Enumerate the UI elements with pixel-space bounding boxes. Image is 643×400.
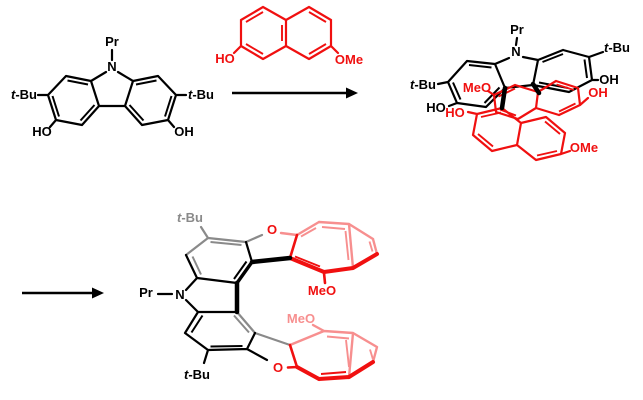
hydroxy-label: OH	[174, 124, 194, 139]
product-naphthalene-upper-red-thick	[288, 252, 379, 274]
product-naphthalene-upper-red-doubles	[294, 255, 321, 268]
tbu-label: t-Bu	[184, 367, 210, 382]
hydroxy-label: OH	[599, 72, 619, 87]
methoxy-label: MeO	[463, 80, 491, 95]
product-carbazole-skeleton	[156, 240, 269, 365]
nitrogen-label: N	[511, 44, 520, 59]
molecule-product: t-Bu Pr N O O MeO MeO t-Bu	[139, 210, 379, 382]
product-biaryl-bond-upper	[249, 255, 293, 265]
product-carbazole-grey	[184, 225, 292, 347]
nitrogen-label: N	[175, 287, 184, 302]
adduct-aryl-aryl-bonds	[499, 81, 542, 111]
reaction-arrow-2	[22, 287, 104, 299]
arrow-head	[346, 87, 358, 99]
tbu-label: t-Bu	[604, 40, 630, 55]
product-naphthalene-lower-red-doubles	[320, 371, 347, 375]
adduct-naphthol-lower-doubles	[477, 111, 561, 157]
propyl-label: Pr	[105, 34, 119, 49]
carbazole-double-bonds	[51, 79, 173, 122]
hydroxy-label: OH	[588, 85, 608, 100]
product-naphthalene-upper-red	[288, 233, 327, 285]
adduct-naphthol-lower	[466, 106, 572, 162]
propyl-label: Pr	[510, 22, 524, 37]
product-carbazole-ring-bond	[235, 260, 254, 285]
tbu-label: t-Bu	[410, 77, 436, 92]
tbu-label: t-Bu	[177, 210, 203, 225]
product-carbazole-grey-doubles	[191, 241, 250, 334]
hydroxy-label: HO	[445, 105, 465, 120]
molecule-carbazole-diol: Pr N t-Bu t-Bu HO OH	[11, 34, 214, 139]
hydroxy-label: HO	[426, 100, 446, 115]
molecule-methoxynaphthol: HO OMe	[215, 5, 363, 67]
nitrogen-label: N	[107, 59, 116, 74]
product-naphthalene-lower-pink	[288, 323, 379, 379]
product-carbazole-doubles	[190, 260, 248, 348]
product-naphthalene-upper-pink-doubles	[300, 226, 374, 261]
oxygen-label: O	[273, 360, 283, 375]
methoxy-label: MeO	[287, 311, 315, 326]
reaction-arrow-1	[232, 87, 358, 99]
tbu-label: t-Bu	[188, 87, 214, 102]
carbazole-skeleton	[36, 48, 188, 129]
methoxy-label: MeO	[308, 283, 336, 298]
propyl-label: Pr	[139, 285, 153, 300]
molecule-adduct: Pr N t-Bu t-Bu HO OH MeO OH HO OMe	[410, 22, 630, 162]
methoxy-label: OMe	[570, 140, 598, 155]
tbu-label: t-Bu	[11, 87, 37, 102]
oxygen-label: O	[267, 222, 277, 237]
product-naphthalene-lower-pink-doubles	[326, 335, 374, 368]
adduct-carbazole-double-bonds	[452, 53, 588, 104]
product-naphthalene-lower-red-thick	[295, 360, 375, 381]
hydroxy-label: HO	[32, 124, 52, 139]
hydroxy-label: HO	[215, 51, 235, 66]
naphthol-double-bonds	[245, 11, 327, 55]
product-naphthalene-upper-pink	[279, 220, 379, 270]
naphthol-skeleton	[232, 5, 340, 61]
arrow-head	[92, 287, 104, 299]
methoxy-label: OMe	[335, 52, 363, 67]
